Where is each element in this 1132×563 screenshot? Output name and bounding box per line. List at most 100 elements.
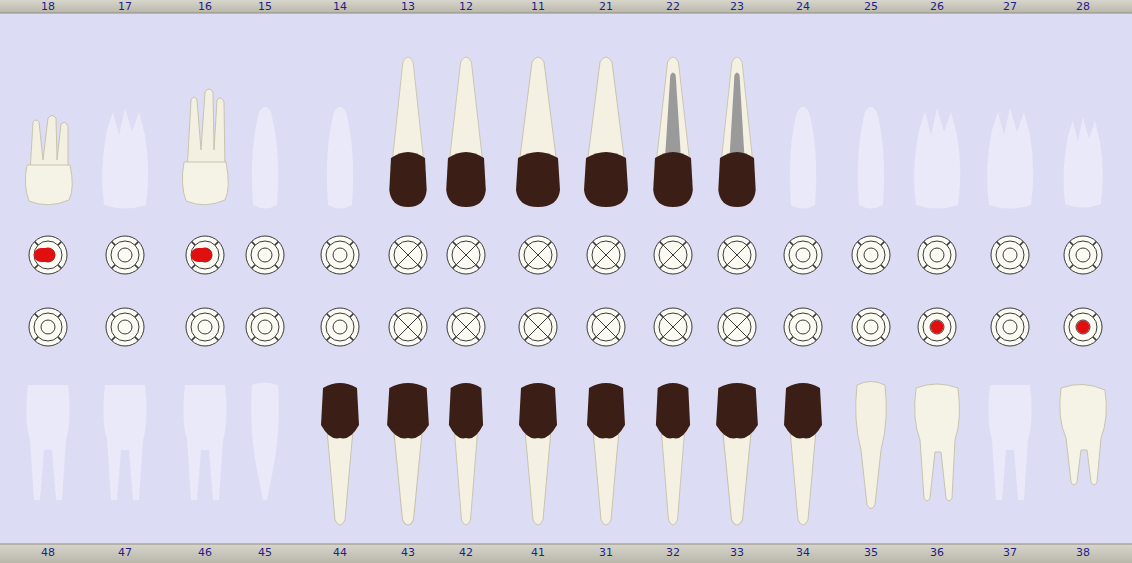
tooth-number: 37	[988, 546, 1032, 559]
tooth-crowned	[446, 57, 486, 207]
surface-symbol	[654, 236, 692, 274]
tooth-number: 33	[715, 546, 759, 559]
tooth-number: 27	[988, 0, 1032, 13]
surface-symbol	[918, 308, 956, 346]
tooth-crowned	[389, 57, 426, 207]
top-bar	[0, 0, 1132, 13]
missing-tooth	[987, 108, 1033, 209]
surface-symbol	[447, 236, 485, 274]
missing-tooth	[26, 385, 69, 500]
surface-symbol	[784, 308, 822, 346]
surface-symbol	[784, 236, 822, 274]
surface-symbol	[447, 308, 485, 346]
tooth-number: 34	[781, 546, 825, 559]
surface-symbol	[991, 236, 1029, 274]
bar-edge	[0, 544, 1132, 545]
tooth-molar	[915, 384, 960, 501]
surface-symbol	[718, 308, 756, 346]
tooth-number: 38	[1061, 546, 1105, 559]
surface-symbol	[852, 308, 890, 346]
missing-tooth	[102, 108, 148, 209]
surface-symbol	[389, 236, 427, 274]
tooth-molar	[182, 89, 228, 205]
surface-symbol	[991, 308, 1029, 346]
surface-symbol	[519, 236, 557, 274]
tooth-number: 36	[915, 546, 959, 559]
missing-tooth	[327, 107, 353, 209]
surface-symbol	[519, 308, 557, 346]
tooth-crowned	[516, 57, 560, 207]
tooth-number: 26	[915, 0, 959, 13]
tooth-crowned	[387, 383, 429, 525]
tooth-number: 47	[103, 546, 147, 559]
surface-symbol	[1064, 236, 1102, 274]
missing-tooth	[1064, 117, 1103, 207]
tooth-number: 11	[516, 0, 560, 13]
tooth-crowned	[784, 383, 822, 525]
missing-tooth	[988, 385, 1031, 500]
tooth-number: 25	[849, 0, 893, 13]
tooth-number: 21	[584, 0, 628, 13]
surface-symbol	[321, 236, 359, 274]
surface-symbol	[186, 236, 224, 274]
bottom-bar	[0, 544, 1132, 563]
caries-mark	[191, 248, 212, 262]
tooth-number: 17	[103, 0, 147, 13]
surface-symbol	[186, 308, 224, 346]
tooth-number: 15	[243, 0, 287, 13]
caries-mark	[1077, 321, 1090, 334]
surface-symbol	[246, 308, 284, 346]
tooth-crowned	[716, 383, 758, 525]
surface-symbol	[718, 236, 756, 274]
tooth-crowned	[656, 383, 690, 525]
surface-symbol	[29, 236, 67, 274]
tooth-number: 41	[516, 546, 560, 559]
tooth-number: 12	[444, 0, 488, 13]
surface-symbol	[587, 308, 625, 346]
caries-mark	[931, 321, 944, 334]
tooth-number: 45	[243, 546, 287, 559]
tooth-crowned	[587, 383, 625, 525]
missing-tooth	[103, 385, 146, 500]
tooth-number: 43	[386, 546, 430, 559]
tooth-number: 14	[318, 0, 362, 13]
tooth-crowned	[519, 383, 557, 525]
surface-symbol	[918, 236, 956, 274]
tooth-number: 48	[26, 546, 70, 559]
tooth-number: 24	[781, 0, 825, 13]
surface-symbol	[246, 236, 284, 274]
surface-symbol	[106, 236, 144, 274]
tooth-number: 46	[183, 546, 227, 559]
tooth-number: 35	[849, 546, 893, 559]
tooth-number: 13	[386, 0, 430, 13]
missing-tooth	[914, 108, 960, 209]
tooth-number: 22	[651, 0, 695, 13]
bar-edge	[0, 13, 1132, 14]
tooth-crowned	[449, 383, 483, 525]
surface-symbol	[29, 308, 67, 346]
tooth-number: 23	[715, 0, 759, 13]
caries-mark	[34, 248, 55, 262]
tooth-molar	[1060, 384, 1107, 485]
tooth-number: 32	[651, 546, 695, 559]
surface-symbol	[389, 308, 427, 346]
surface-symbol	[106, 308, 144, 346]
surface-symbol	[321, 308, 359, 346]
missing-tooth	[251, 383, 279, 501]
surface-symbol	[654, 308, 692, 346]
tooth-crowned	[718, 57, 755, 207]
tooth-number: 31	[584, 546, 628, 559]
missing-tooth	[252, 107, 278, 209]
tooth-number: 44	[318, 546, 362, 559]
surface-symbol	[587, 236, 625, 274]
tooth-number: 18	[26, 0, 70, 13]
missing-tooth	[858, 107, 884, 209]
tooth-crowned	[653, 57, 693, 207]
tooth-crowned	[584, 57, 628, 207]
tooth-number: 28	[1061, 0, 1105, 13]
tooth-molar	[25, 116, 72, 205]
missing-tooth	[183, 385, 226, 500]
tooth-crowned	[321, 383, 359, 525]
